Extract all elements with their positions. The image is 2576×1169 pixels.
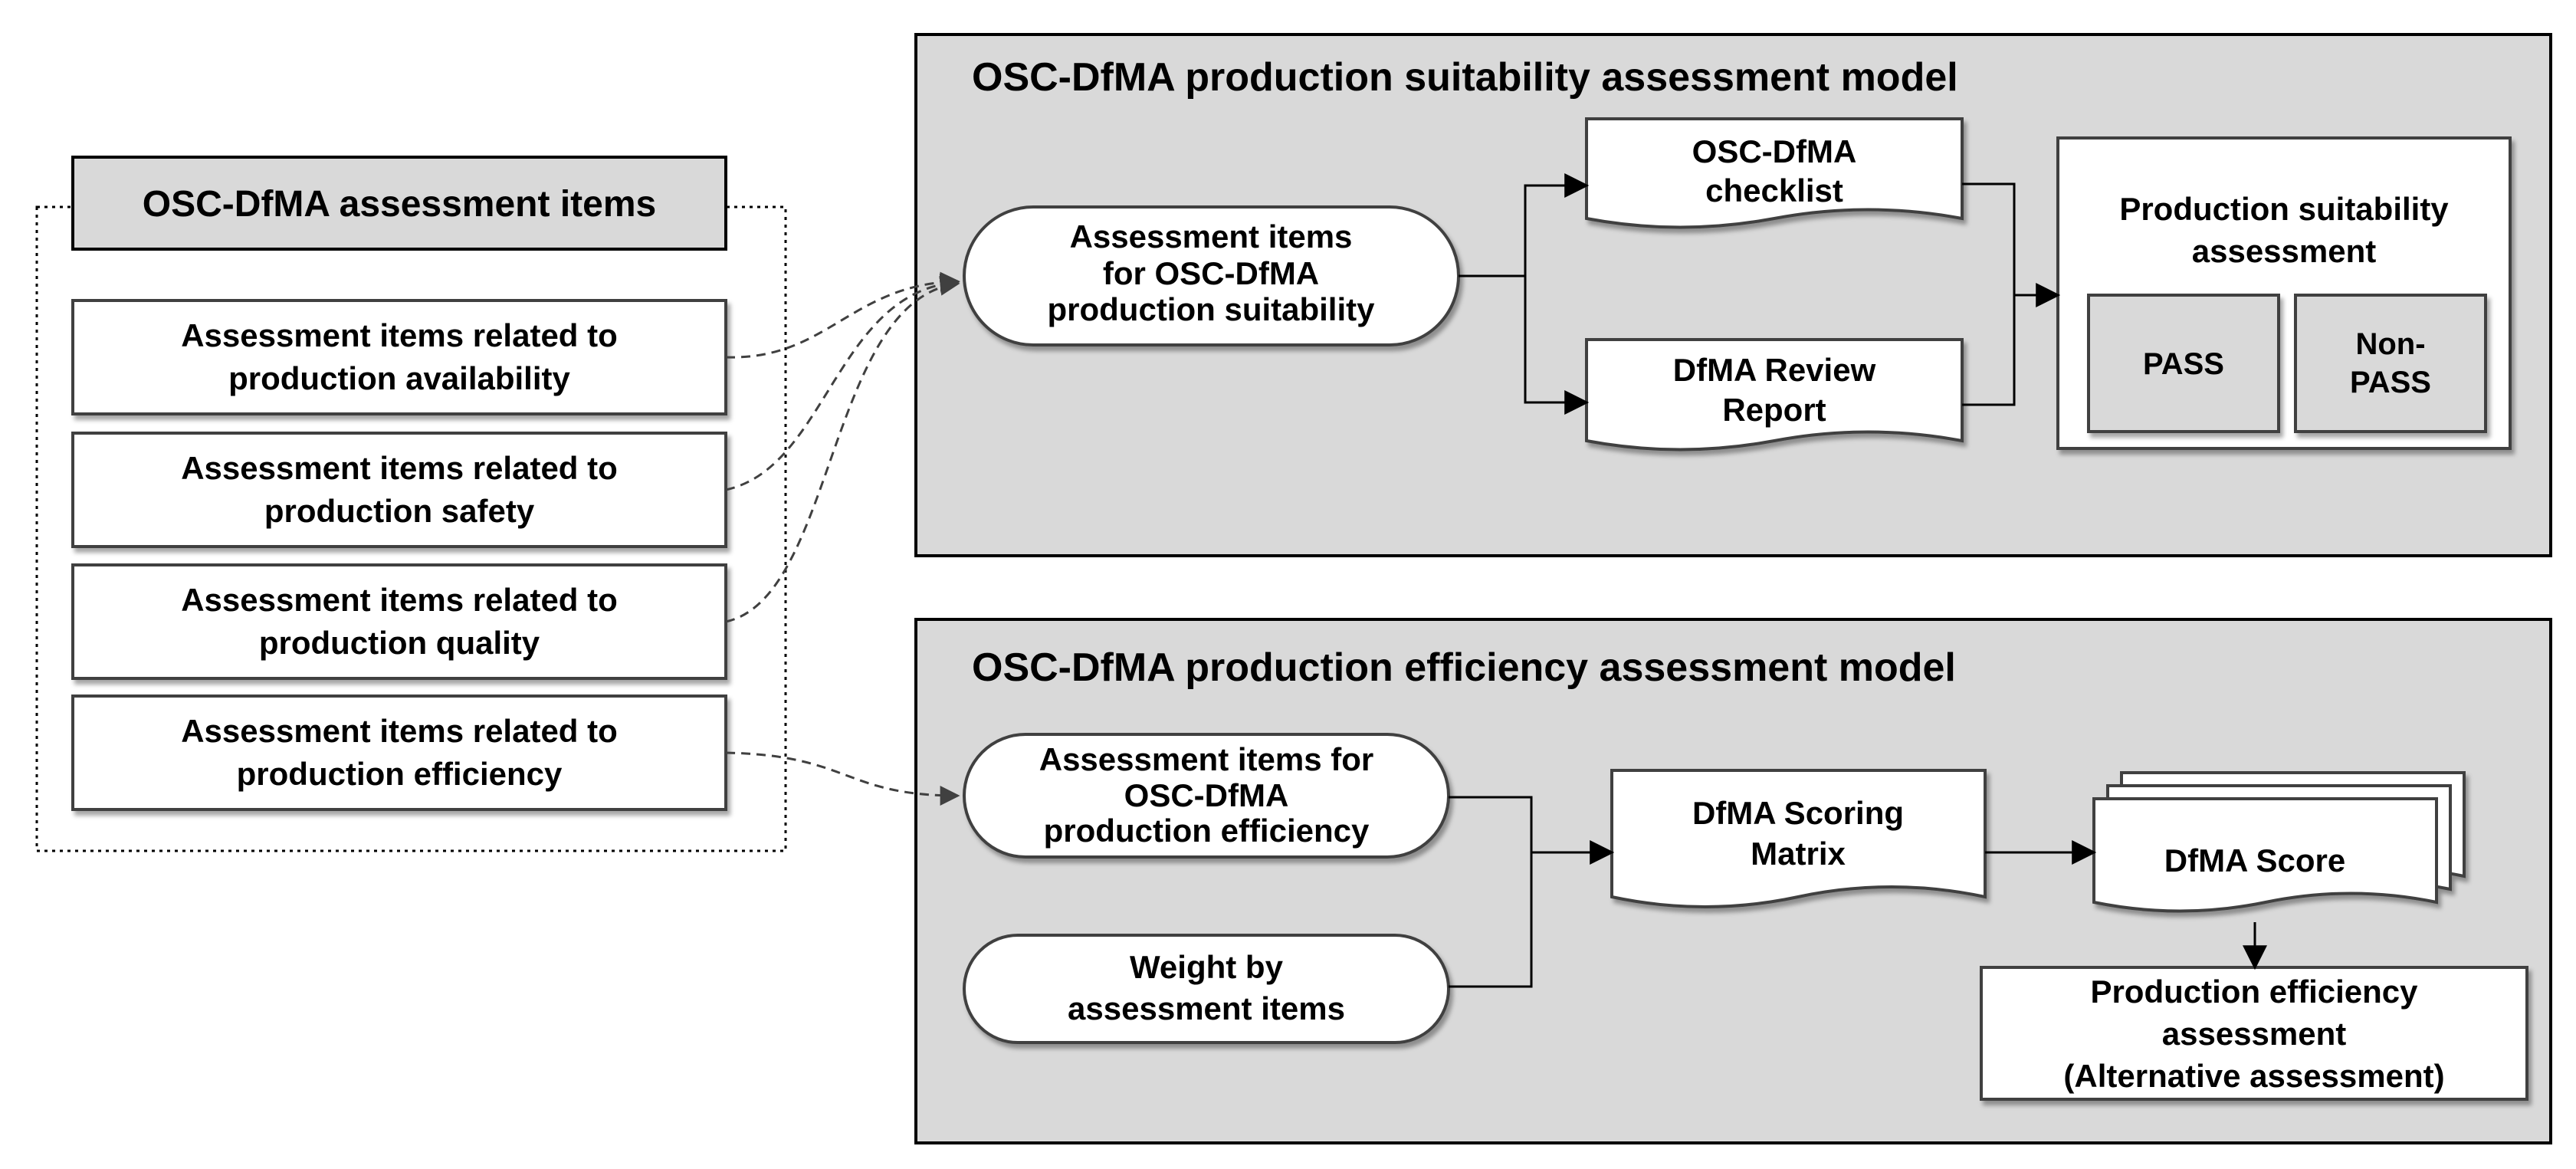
checklist-line1: OSC-DfMA — [1692, 133, 1857, 169]
group-title-box: OSC-DfMA assessment items — [71, 156, 727, 251]
scoring-matrix-document — [1610, 769, 1987, 908]
non-pass-box — [2294, 294, 2487, 433]
item-production-quality — [71, 563, 727, 680]
item-production-efficiency — [71, 695, 727, 811]
efficiency-assessment-line1: Production efficiency — [2090, 974, 2418, 1010]
dfma-score-documents — [2092, 771, 2466, 913]
suitability-input-line3: production suitability — [1048, 291, 1376, 327]
connector-report-to-assessment — [1962, 295, 2016, 406]
pass-box — [2087, 294, 2280, 433]
review-report-line2: Report — [1722, 392, 1826, 428]
review-report-line1: DfMA Review — [1673, 352, 1876, 388]
connector-input-to-report — [1524, 276, 1590, 415]
efficiency-input-line2: OSC-DfMA — [1124, 777, 1289, 813]
dashed-link-safety — [725, 273, 960, 491]
non-pass-line2: PASS — [2350, 366, 2431, 399]
checklist-document — [1585, 117, 1964, 229]
efficiency-model-title: OSC-DfMA production efficiency assessmen… — [972, 645, 1956, 690]
suitability-assessment-line1: Production suitability — [2119, 191, 2449, 227]
item-safety-line2: production safety — [264, 493, 535, 529]
weight-line2: assessment items — [1068, 990, 1345, 1026]
connector-checklist-to-assessment — [1962, 182, 2016, 295]
item-production-availability — [71, 299, 727, 415]
non-pass-line1: Non- — [2355, 327, 2425, 361]
weight-terminator — [963, 934, 1450, 1044]
item-quality-line1: Assessment items related to — [181, 582, 618, 618]
suitability-input-line1: Assessment items — [1070, 218, 1353, 254]
review-report-document — [1585, 338, 1964, 452]
checklist-line2: checklist — [1705, 172, 1843, 209]
efficiency-assessment-line3: (Alternative assessment) — [2063, 1058, 2444, 1094]
dashed-link-efficiency — [725, 751, 960, 806]
efficiency-input-line1: Assessment items for — [1039, 741, 1374, 777]
connector-efficiency-input-to-merge — [1449, 796, 1533, 852]
assessment-items-group: OSC-DfMA assessment items Assessment ite… — [35, 156, 787, 852]
item-availability-line1: Assessment items related to — [181, 317, 618, 353]
item-efficiency-line2: production efficiency — [237, 756, 563, 792]
group-dotted-border — [35, 205, 787, 852]
weight-line1: Weight by — [1130, 949, 1284, 985]
suitability-model-title: OSC-DfMA production suitability assessme… — [972, 55, 1958, 100]
efficiency-assessment-box — [1980, 966, 2528, 1101]
item-safety-line1: Assessment items related to — [181, 450, 618, 486]
dfma-score-label: DfMA Score — [2164, 842, 2345, 878]
dashed-links — [725, 271, 960, 806]
suitability-model-panel: OSC-DfMA production suitability assessme… — [914, 33, 2552, 557]
connector-weight-to-merge — [1449, 852, 1533, 988]
item-availability-line2: production availability — [228, 360, 570, 396]
dashed-link-quality — [725, 275, 960, 623]
scoring-matrix-line2: Matrix — [1751, 836, 1846, 872]
efficiency-input-terminator — [963, 733, 1450, 859]
item-efficiency-line1: Assessment items related to — [181, 713, 618, 749]
suitability-assessment-line2: assessment — [2192, 233, 2377, 269]
suitability-input-line2: for OSC-DfMA — [1103, 255, 1319, 291]
pass-label: PASS — [2143, 347, 2224, 381]
efficiency-model-panel: OSC-DfMA production efficiency assessmen… — [914, 618, 2552, 1144]
group-title: OSC-DfMA assessment items — [143, 184, 656, 225]
connector-input-to-checklist — [1459, 173, 1590, 277]
item-quality-line2: production quality — [259, 625, 540, 661]
scoring-matrix-line1: DfMA Scoring — [1692, 795, 1904, 831]
efficiency-assessment-line2: assessment — [2162, 1016, 2347, 1052]
dashed-link-availability — [725, 271, 960, 359]
efficiency-input-line3: production efficiency — [1044, 813, 1370, 849]
